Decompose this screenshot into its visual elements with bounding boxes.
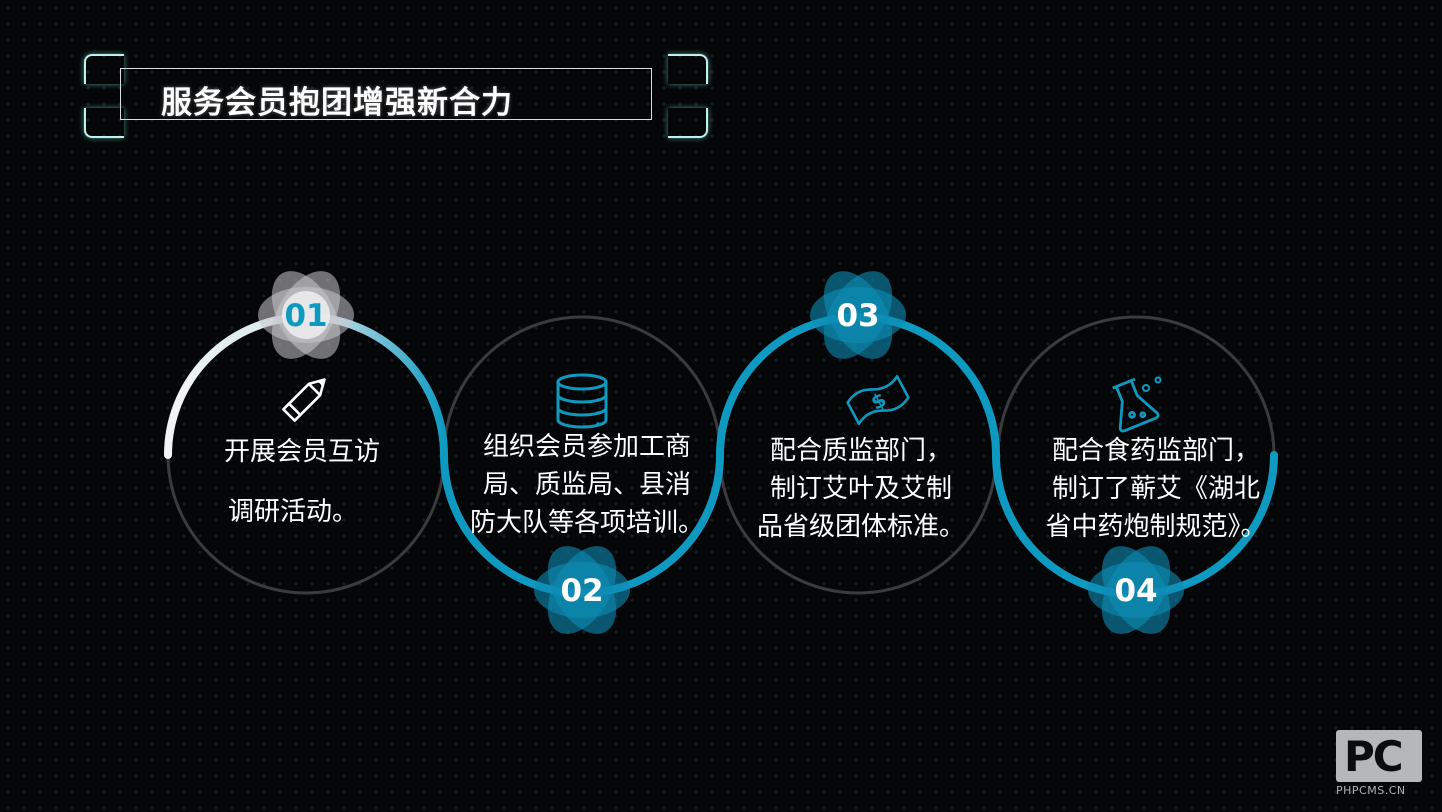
bubble-icon: [1154, 376, 1162, 384]
step-04-line-2: 制订了蕲艾《湖北: [1051, 474, 1260, 504]
badge-02-number: 02: [560, 573, 603, 609]
watermark-logo: PC PHPCMS.CN: [1336, 730, 1426, 806]
step-04-line-3: 省中药炮制规范》。: [1045, 512, 1267, 542]
badge-04: 04: [1088, 546, 1184, 634]
badge-03: 03: [810, 271, 906, 359]
frame-corner-top-right: [668, 54, 708, 84]
logo-box: PC: [1336, 730, 1422, 782]
database-icon: [556, 373, 608, 429]
title-box: 服务会员抱团增强新合力: [120, 68, 652, 121]
frame-corner-bottom-left: [84, 108, 124, 138]
step-02-line-3: 防大队等各项培训。: [469, 508, 704, 538]
title-frame: [84, 54, 708, 138]
badge-04-number: 04: [1114, 573, 1157, 609]
frame-corner-bottom-right: [668, 108, 708, 138]
step-02-text: 组织会员参加工商 局、质监局、县消 防大队等各项培训。: [462, 428, 712, 542]
bubble-icon: [1142, 384, 1150, 392]
step-02-line-2: 局、质监局、县消: [482, 470, 691, 500]
step-02-line-1: 组织会员参加工商: [482, 432, 691, 462]
step-01-line-1: 开展会员互访: [224, 437, 381, 467]
step-04-text: 配合食药监部门， 制订了蕲艾《湖北 省中药炮制规范》。: [1026, 432, 1286, 546]
step-01-line-2: 调研活动。: [228, 497, 359, 527]
badge-02: 02: [534, 546, 630, 634]
page-title: 服务会员抱团增强新合力: [161, 85, 513, 121]
flask-icon: [1112, 377, 1160, 433]
step-03-line-1: 配合质监部门，: [769, 436, 952, 466]
badge-01-number: 01: [284, 298, 327, 334]
step-03-text: 配合质监部门， 制订艾叶及艾制 品省级团体标准。: [743, 432, 979, 546]
badge-03-number: 03: [836, 298, 879, 334]
money-bill-icon: $: [846, 374, 910, 426]
badge-01: 01: [258, 271, 354, 359]
frame-corner-top-left: [84, 54, 124, 84]
step-03-line-3: 品省级团体标准。: [756, 512, 965, 542]
step-03-line-2: 制订艾叶及艾制: [769, 474, 952, 504]
step-04-line-1: 配合食药监部门，: [1051, 436, 1260, 466]
logo-caption: PHPCMS.CN: [1336, 784, 1406, 797]
logo-letters: PC: [1344, 732, 1404, 781]
pencil-icon: [282, 378, 326, 422]
